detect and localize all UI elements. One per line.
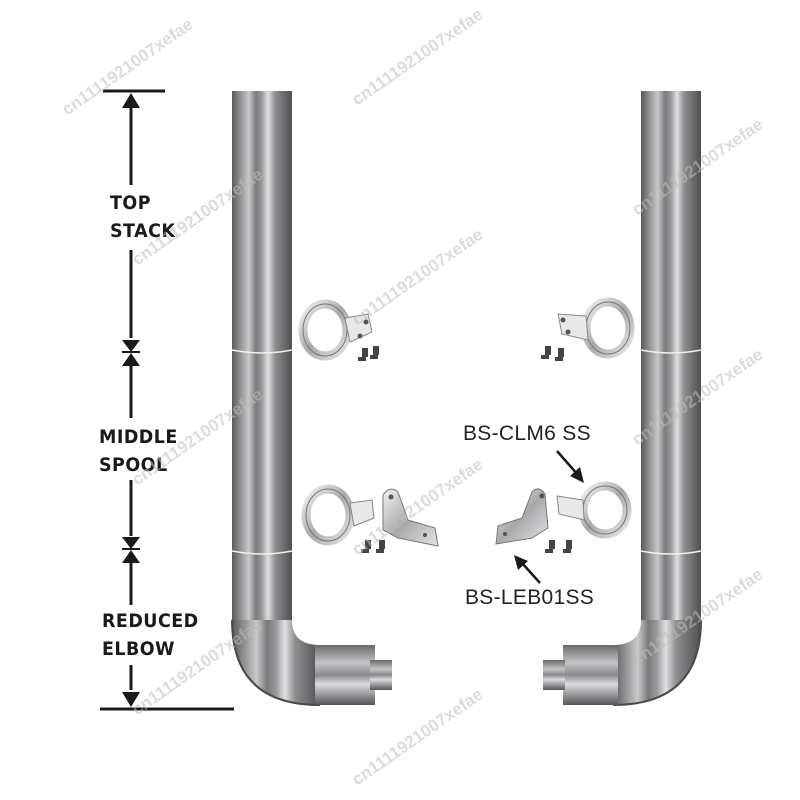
label-middle-spool-line1: MIDDLE [99,426,178,448]
left-exhaust-stack [231,91,392,706]
clamp-upper-right [541,297,635,361]
clamp-upper-left [298,299,379,361]
bracket-callout-arrow [514,555,541,584]
clamp-lower-left [301,484,385,553]
label-middle-spool-line2: SPOOL [99,454,168,476]
dimension-line [100,89,234,711]
label-top-stack-line1: TOP [110,192,151,214]
right-exhaust-stack [543,91,702,706]
label-middle-spool: MIDDLE SPOOL [99,423,178,479]
clamp-callout-arrow [556,450,584,483]
bracket-right [495,488,549,545]
label-reduced-elbow: REDUCED ELBOW [102,607,199,663]
label-reduced-elbow-line2: ELBOW [102,638,175,660]
label-top-stack-line2: STACK [110,220,176,242]
part-label-bracket: BS-LEB01SS [465,586,595,609]
part-label-clamp: BS-CLM6 SS [463,422,591,445]
label-reduced-elbow-line1: REDUCED [102,610,199,632]
bracket-left [382,488,439,547]
label-top-stack: TOP STACK [110,189,175,245]
clamp-lower-right [545,481,632,553]
